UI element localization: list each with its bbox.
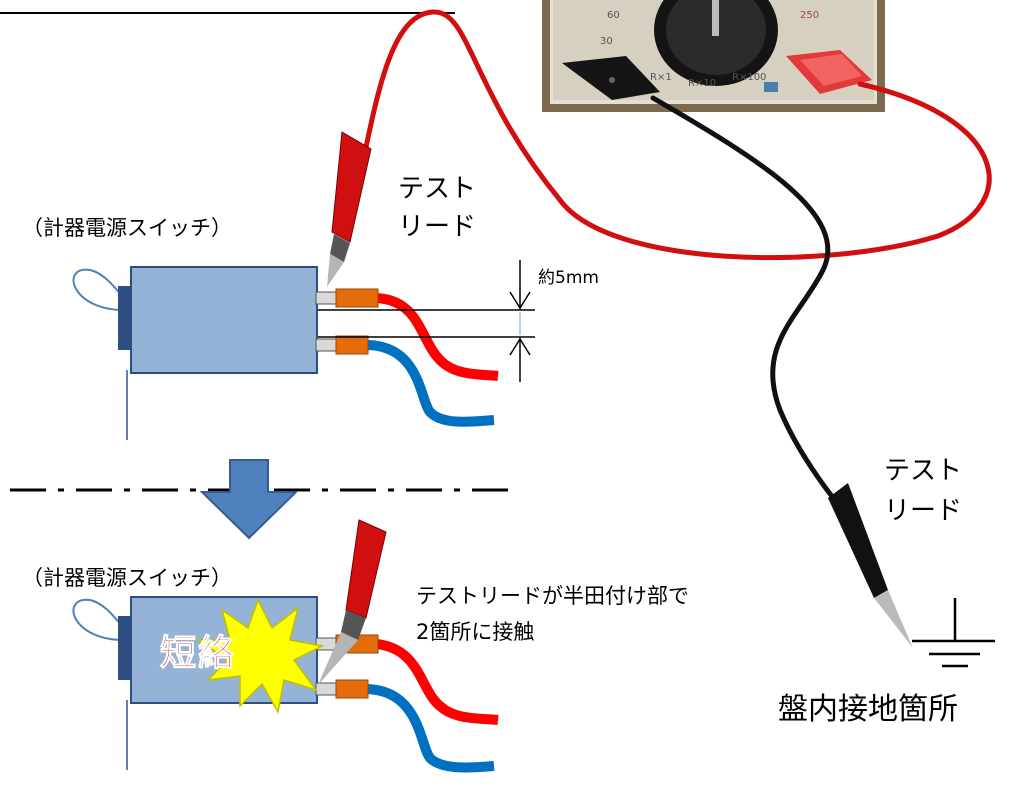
test-lead-label-top-line2: リード xyxy=(398,212,477,242)
switch-label-bottom: （計器電源スイッチ） xyxy=(22,566,232,590)
contact-note-line2: 2箇所に接触 xyxy=(416,620,535,644)
meter-power-switch-top xyxy=(72,266,499,440)
explosion-burst-icon xyxy=(195,598,325,715)
tester-meter-photo: 60 30 250 R×1 R×10 R×100 xyxy=(542,0,885,112)
meter-scale-label: R×1 xyxy=(650,72,672,83)
test-lead-label-top-line1: テスト xyxy=(398,174,477,204)
ground-symbol-icon xyxy=(912,598,995,668)
test-lead-label-right-line2: リード xyxy=(884,496,963,526)
meter-scale-label: R×100 xyxy=(732,72,766,83)
short-circuit-label: 短絡 xyxy=(159,632,237,674)
red-test-probe-bottom xyxy=(318,519,387,685)
test-lead-label-right-line1: テスト xyxy=(884,456,963,486)
switch-label-top: （計器電源スイッチ） xyxy=(22,216,232,240)
gap-measure-label: 約5mm xyxy=(538,268,599,288)
black-test-probe xyxy=(828,483,913,648)
down-arrow-icon xyxy=(199,459,299,540)
ground-point-label: 盤内接地箇所 xyxy=(778,692,958,727)
meter-scale-label: 30 xyxy=(600,36,613,47)
black-lead-cable xyxy=(650,95,845,511)
meter-scale-label: R×10 xyxy=(688,78,716,89)
meter-scale-label: 60 xyxy=(607,10,620,21)
meter-scale-label: 250 xyxy=(800,10,819,21)
contact-note-line1: テストリードが半田付け部で xyxy=(416,584,689,608)
red-test-probe-top xyxy=(327,131,372,287)
gap-dimension xyxy=(318,260,535,382)
red-lead-cable xyxy=(362,9,992,261)
